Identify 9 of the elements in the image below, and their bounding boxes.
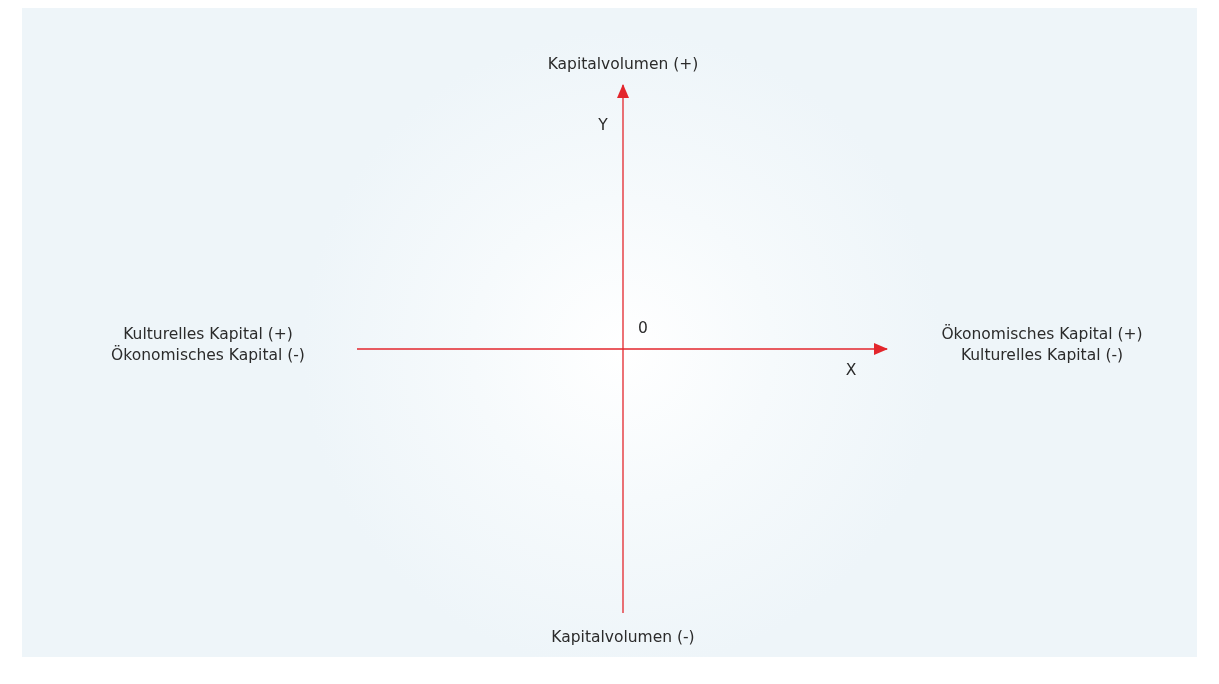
axis-label: Kulturelles Kapital (-) — [960, 345, 1124, 365]
axis-name: X — [845, 360, 857, 380]
axis-name: Y — [598, 115, 608, 135]
axis-label: Kapitalvolumen (-) — [551, 627, 695, 647]
axis-label: Kapitalvolumen (+) — [547, 54, 699, 74]
axis-label: Kulturelles Kapital (+) — [123, 324, 293, 344]
axis-label: Ökonomisches Kapital (-) — [111, 345, 305, 365]
axis-label: Ökonomisches Kapital (+) — [941, 324, 1143, 344]
origin-label: 0 — [638, 318, 648, 338]
